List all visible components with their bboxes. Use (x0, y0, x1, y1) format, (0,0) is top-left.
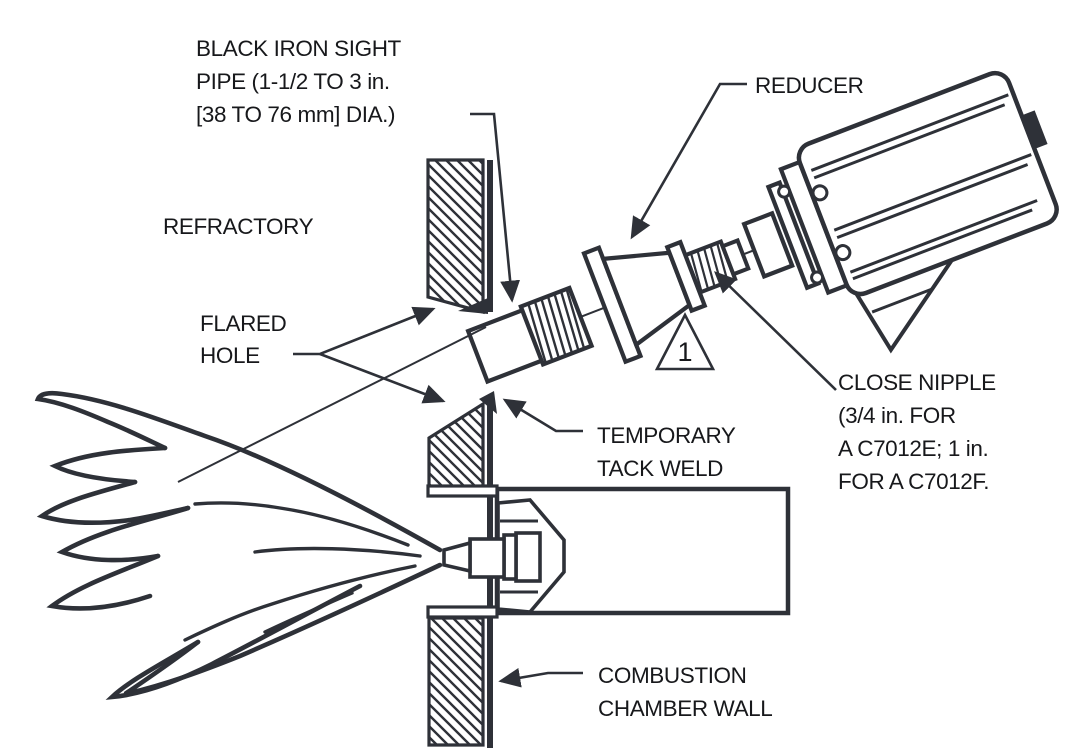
svg-text:REFRACTORY: REFRACTORY (163, 214, 314, 239)
tack-weld-upper (458, 298, 488, 314)
svg-text:HOLE: HOLE (200, 343, 260, 368)
detector-end-tab (1019, 110, 1048, 150)
sight-pipe-label: BLACK IRON SIGHT PIPE (1-1/2 TO 3 in. [3… (196, 36, 402, 127)
close-nipple-label: CLOSE NIPPLE (3/4 in. FOR A C7012E; 1 in… (838, 370, 997, 494)
reducer-label: REDUCER (755, 73, 864, 98)
svg-text:REDUCER: REDUCER (755, 73, 864, 98)
flared-hole-label: FLARED HOLE (200, 311, 287, 368)
combustion-wall-leader (498, 667, 583, 688)
burner-drawing (426, 484, 791, 619)
svg-text:CHAMBER WALL: CHAMBER WALL (598, 696, 772, 721)
reducer-leader (630, 82, 747, 240)
burner-nozzle-tip (442, 540, 472, 574)
sight-pipe-leader (470, 112, 521, 303)
svg-text:PIPE (1-1/2 TO 3 in.: PIPE (1-1/2 TO 3 in. (196, 69, 390, 94)
sight-line (177, 326, 487, 483)
svg-text:COMBUSTION: COMBUSTION (598, 663, 747, 688)
refractory-middle-block (427, 401, 485, 490)
detector-mount-plate-1 (765, 179, 822, 291)
text-labels: BLACK IRON SIGHT PIPE (1-1/2 TO 3 in. [3… (163, 36, 997, 721)
refractory-lower-block (427, 616, 485, 747)
sight-assembly-drawing (465, 70, 1059, 385)
close-nipple-leader (714, 271, 837, 391)
sight-pipe-drawing (465, 285, 595, 385)
reducer-drawing (580, 239, 708, 365)
flared-hole-leader-upper (293, 306, 436, 356)
note-1-triangle (654, 312, 716, 371)
flame-drawing (34, 390, 443, 700)
note-1-marker: 1 (654, 312, 716, 371)
note-1-number: 1 (677, 337, 692, 367)
flame-detector-drawing (740, 70, 1059, 354)
refractory-label: REFRACTORY (163, 214, 314, 239)
svg-text:FLARED: FLARED (200, 311, 287, 336)
leader-lines (293, 82, 837, 688)
flared-hole-leader-lower (319, 352, 446, 404)
svg-text:[38 TO 76 mm] DIA.): [38 TO 76 mm] DIA.) (196, 102, 395, 127)
svg-text:A C7012E; 1 in.: A C7012E; 1 in. (838, 436, 988, 461)
tack-weld-leader (502, 398, 583, 433)
svg-text:CLOSE NIPPLE: CLOSE NIPPLE (838, 370, 996, 395)
svg-text:TACK WELD: TACK WELD (597, 456, 723, 481)
svg-text:BLACK IRON SIGHT: BLACK IRON SIGHT (196, 36, 402, 61)
svg-text:(3/4 in. FOR: (3/4 in. FOR (838, 403, 956, 428)
tack-weld-lower (479, 391, 497, 414)
svg-text:TEMPORARY: TEMPORARY (597, 423, 736, 448)
combustion-wall-label: COMBUSTION CHAMBER WALL (598, 663, 773, 721)
refractory-wall-drawing (426, 158, 485, 747)
tack-weld-label: TEMPORARY TACK WELD (597, 423, 736, 481)
svg-text:FOR A C7012F.: FOR A C7012F. (838, 469, 989, 494)
refractory-upper-block (426, 158, 485, 315)
